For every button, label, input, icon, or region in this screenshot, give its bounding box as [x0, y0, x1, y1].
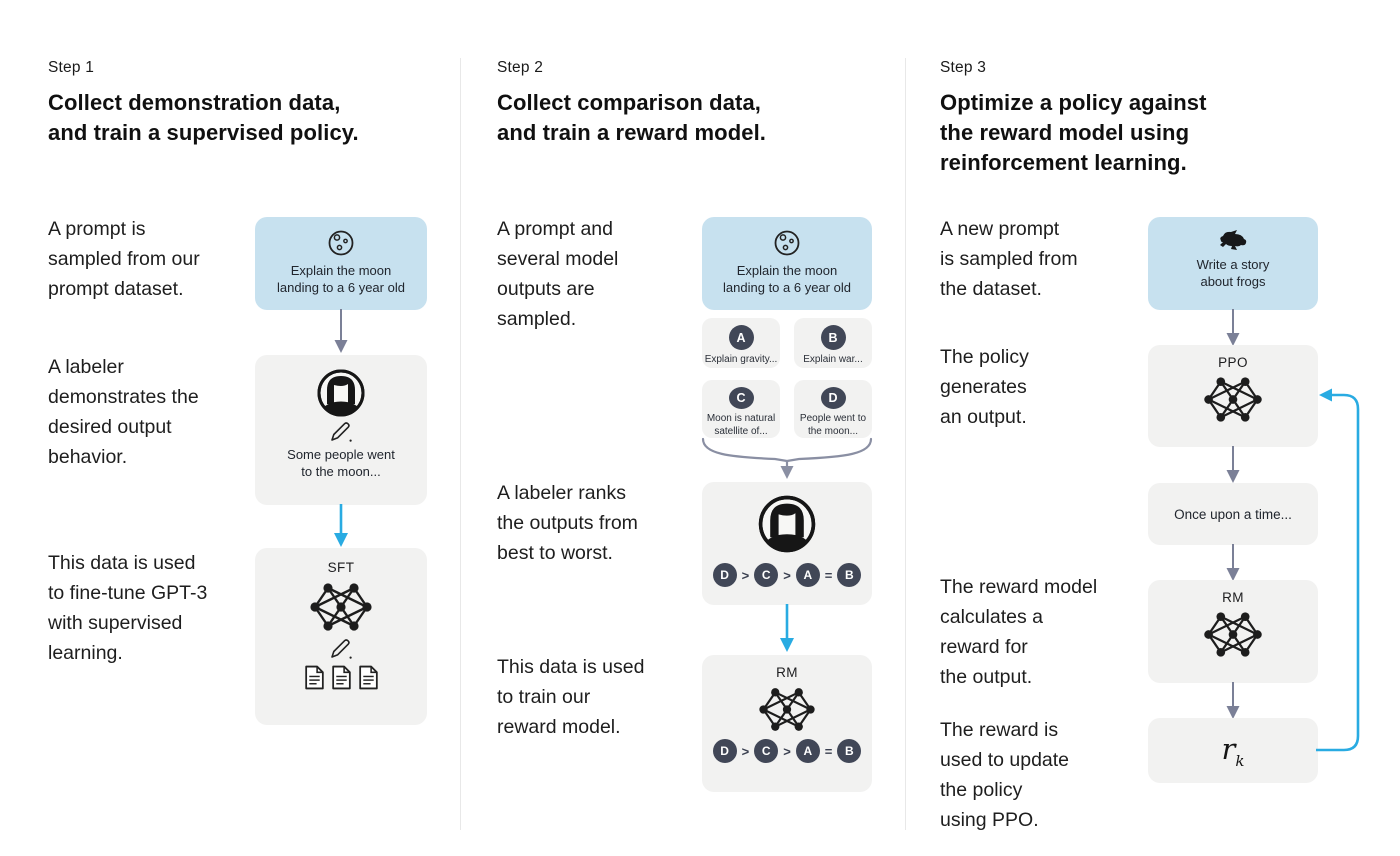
network-icon [310, 583, 372, 631]
step2-caption-reward: This data is used to train our reward mo… [497, 656, 645, 738]
rank-letter-badge: A [795, 739, 820, 763]
step2-ranking-box: D > C > A = B [702, 482, 872, 605]
moon-icon [774, 230, 800, 256]
step3-ppo-box: PPO [1148, 345, 1318, 447]
rank-letter-badge: C [754, 563, 779, 587]
output-letter-badge: A [728, 325, 754, 350]
ranking-row: D > C > A = B [712, 739, 862, 763]
output-label: People went to the moon... [799, 413, 867, 437]
output-box-d: D People went to the moon... [794, 380, 872, 438]
step3-heading: Optimize a policy against the reward mod… [940, 90, 1207, 175]
output-label: Explain gravity... [704, 354, 778, 365]
gray-arrow-icon [1226, 544, 1240, 581]
rank-letter-badge: B [837, 563, 862, 587]
step2-caption-ranking: A labeler ranks the outputs from best to… [497, 482, 638, 564]
pencil-icon [331, 422, 352, 442]
gray-arrow-icon [1226, 446, 1240, 483]
sft-box-title: SFT [327, 560, 355, 575]
output-label: Moon is natural satellite of... [706, 413, 776, 437]
rank-letter-badge: C [754, 739, 779, 763]
prompt-box-label: Write a story about frogs [1196, 257, 1270, 289]
output-letter-badge: B [820, 325, 846, 350]
rank-separator: > [783, 567, 791, 583]
rank-separator: = [824, 567, 833, 583]
rank-separator: = [824, 743, 833, 759]
step2-prompt-box: Explain the moon landing to a 6 year old [702, 217, 872, 310]
rm-box-title: RM [1222, 590, 1244, 605]
step1-labeler-box: Some people went to the moon... [255, 355, 427, 505]
rm-box-title: RM [776, 665, 798, 680]
step3-caption-prompt: A new prompt is sampled from the dataset… [940, 218, 1078, 300]
output-box-b: B Explain war... [794, 318, 872, 368]
output-letter-badge: D [820, 387, 846, 409]
step2-caption-prompt: A prompt and several model outputs are s… [497, 218, 619, 330]
step1-prompt-box: Explain the moon landing to a 6 year old [255, 217, 427, 310]
documents-icon [304, 665, 379, 690]
pencil-icon [331, 639, 352, 659]
blue-arrow-icon [334, 504, 348, 547]
prompt-box-label: Explain the moon landing to a 6 year old [277, 263, 405, 295]
network-icon [1204, 612, 1262, 657]
step1-caption-sft: This data is used to fine-tune GPT-3 wit… [48, 552, 208, 664]
frog-icon [1220, 230, 1247, 250]
merge-brace-icon [701, 437, 873, 479]
rank-separator: > [741, 567, 750, 583]
step3-caption-reward: The reward model calculates a reward for… [940, 576, 1098, 688]
rank-separator: > [783, 743, 791, 759]
output-letter-badge: C [728, 387, 754, 409]
step3-caption-update: The reward is used to update the policy … [940, 719, 1070, 831]
ranking-row: D > C > A = B [712, 563, 862, 587]
rank-letter-badge: A [795, 563, 820, 587]
step3-rm-box: RM [1148, 580, 1318, 683]
step1-caption-labeler: A labeler demonstrates the desired outpu… [48, 356, 199, 468]
step3-reward-box: rk [1148, 718, 1318, 783]
moon-icon [328, 230, 354, 256]
reward-value-label: rk [1222, 732, 1245, 770]
reward-symbol: r [1221, 731, 1236, 766]
step3-label: Step 3 [940, 59, 987, 76]
step3-prompt-box: Write a story about frogs [1148, 217, 1318, 310]
labeler-avatar-icon [317, 369, 365, 417]
network-icon [1204, 377, 1262, 422]
step1-label: Step 1 [48, 59, 95, 76]
output-box-a: A Explain gravity... [702, 318, 780, 368]
rank-letter-badge: B [837, 739, 862, 763]
policy-output-label: Once upon a time... [1174, 506, 1292, 522]
step1-heading: Collect demonstration data, and train a … [48, 90, 359, 145]
prompt-box-label: Explain the moon landing to a 6 year old [723, 263, 851, 295]
column-divider [905, 58, 906, 830]
blue-arrow-icon [780, 604, 794, 652]
step1-caption-prompt: A prompt is sampled from our prompt data… [48, 218, 200, 300]
rank-letter-badge: D [712, 739, 737, 763]
reward-symbol-subscript: k [1235, 751, 1245, 770]
gray-arrow-icon [1226, 682, 1240, 719]
rank-letter-badge: D [712, 563, 737, 587]
ppo-box-title: PPO [1218, 355, 1248, 370]
step1-sft-box: SFT [255, 548, 427, 725]
output-label: Explain war... [803, 354, 863, 365]
step2-rm-box: RM D > C > A = B [702, 655, 872, 792]
labeler-box-label: Some people went to the moon... [287, 447, 395, 479]
gray-arrow-icon [334, 309, 348, 353]
output-box-c: C Moon is natural satellite of... [702, 380, 780, 438]
step2-label: Step 2 [497, 59, 544, 76]
rank-separator: > [741, 743, 750, 759]
column-divider [460, 58, 461, 830]
gray-arrow-icon [1226, 309, 1240, 346]
step3-caption-policy: The policy generates an output. [940, 346, 1029, 428]
step3-output-box: Once upon a time... [1148, 483, 1318, 545]
feedback-loop-arrow-icon [1316, 388, 1360, 752]
step2-heading: Collect comparison data, and train a rew… [497, 90, 767, 145]
labeler-avatar-icon [758, 495, 816, 553]
network-icon [759, 688, 815, 731]
